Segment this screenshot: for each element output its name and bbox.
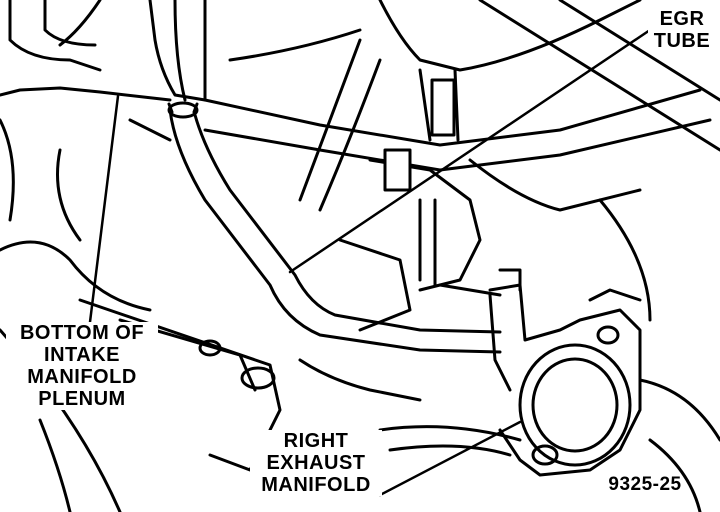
label-exhaust-line-3: MANIFOLD xyxy=(261,474,371,496)
label-egr-tube: EGR TUBE xyxy=(648,8,716,52)
mounting-bracket xyxy=(0,298,282,512)
leader-egr-tube xyxy=(288,28,652,274)
label-plenum-line-1: BOTTOM OF xyxy=(19,322,145,344)
label-egr-line-1: EGR xyxy=(659,8,705,30)
figure-number: 9325-25 xyxy=(608,474,682,495)
egr-tube xyxy=(167,101,502,354)
label-intake-plenum: BOTTOM OF INTAKE MANIFOLD PLENUM xyxy=(6,322,158,410)
upper-hoses xyxy=(203,0,720,212)
leader-exhaust-manifold xyxy=(378,420,522,497)
label-plenum-line-4: PLENUM xyxy=(38,388,126,410)
valve-assembly xyxy=(298,148,652,402)
label-plenum-line-3: MANIFOLD xyxy=(27,366,137,388)
exhaust-manifold-flange xyxy=(378,283,720,512)
label-exhaust-line-2: EXHAUST xyxy=(266,452,366,474)
leader-lines xyxy=(88,28,652,497)
leader-intake-plenum xyxy=(88,94,120,324)
label-exhaust-line-1: RIGHT xyxy=(283,430,349,452)
intake-plenum-body xyxy=(0,0,207,312)
label-exhaust-manifold: RIGHT EXHAUST MANIFOLD xyxy=(250,430,382,496)
label-egr-line-2: TUBE xyxy=(653,30,711,52)
label-plenum-line-2: INTAKE xyxy=(44,344,120,366)
